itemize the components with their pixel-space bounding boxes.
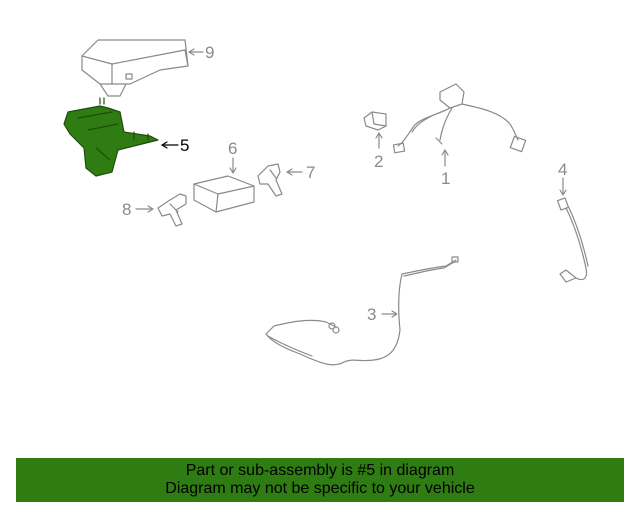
callout-2: 2 — [374, 152, 383, 171]
part-9-cover[interactable] — [81, 39, 189, 97]
banner-line-2: Diagram may not be specific to your vehi… — [165, 480, 475, 497]
info-banner: Part or sub-assembly is #5 in diagram Di… — [16, 458, 624, 502]
callout-3: 3 — [367, 305, 376, 324]
part-4-sensor-cable[interactable] — [556, 197, 589, 283]
arrow-6 — [229, 167, 237, 174]
part-3-wire[interactable] — [265, 256, 459, 366]
callout-7: 7 — [306, 163, 315, 182]
part-6-module[interactable] — [193, 175, 255, 213]
part-8-bracket[interactable] — [157, 193, 187, 227]
callout-8: 8 — [122, 200, 131, 219]
arrow-2 — [375, 132, 383, 139]
arrow-8 — [147, 205, 154, 213]
part-1-harness[interactable] — [392, 83, 527, 154]
arrow-1 — [441, 149, 449, 156]
part-5-bracket[interactable] — [63, 97, 159, 177]
arrow-9 — [188, 48, 195, 56]
arrow-7 — [286, 168, 293, 176]
callout-4: 4 — [558, 160, 567, 179]
callout-9: 9 — [205, 43, 214, 62]
arrow-3 — [391, 310, 398, 318]
arrow-4 — [559, 189, 567, 196]
callout-5: 5 — [180, 136, 189, 155]
part-2-connector[interactable] — [363, 111, 387, 131]
part-7-bracket[interactable] — [257, 163, 283, 197]
callout-1: 1 — [441, 169, 450, 188]
banner-line-1: Part or sub-assembly is #5 in diagram — [185, 462, 455, 479]
arrow-5 — [161, 141, 168, 149]
callout-6: 6 — [228, 139, 237, 158]
